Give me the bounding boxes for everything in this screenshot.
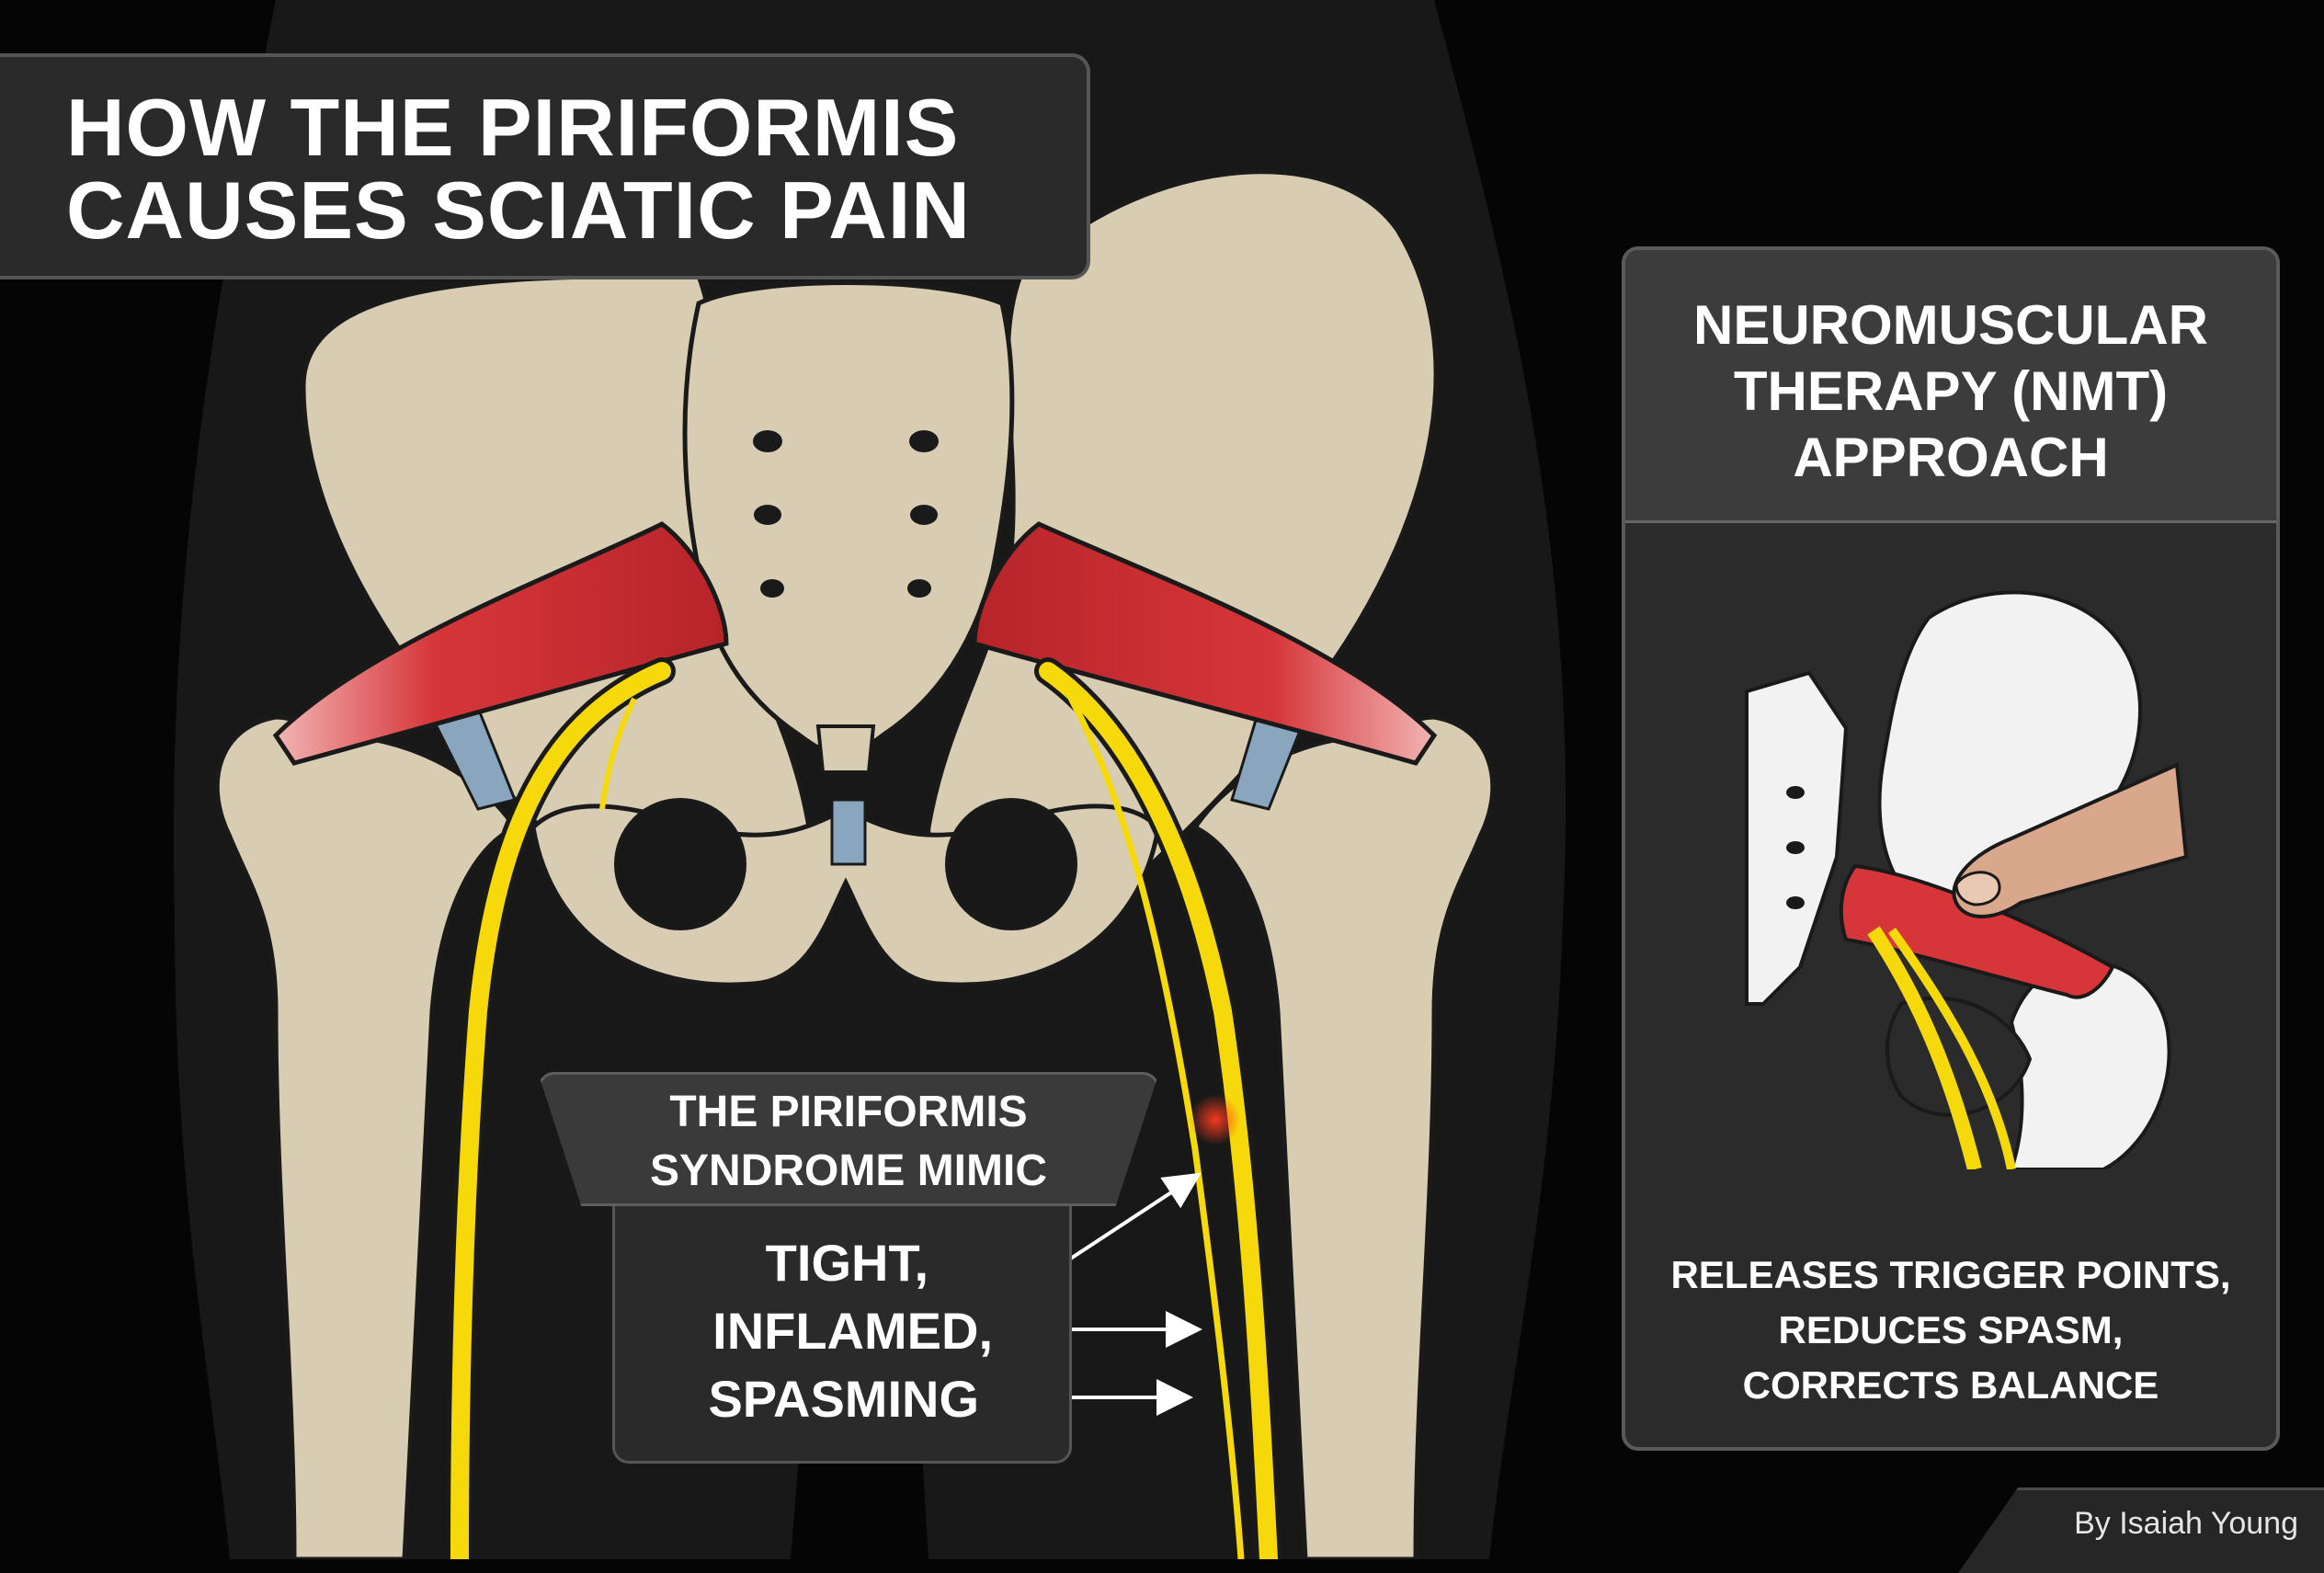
- label-tight: TIGHT,: [765, 1234, 928, 1292]
- mimic-title-line-2: SYNDROME MIMIC: [650, 1146, 1047, 1195]
- nmt-description-line-2: REDUCES SPASM,: [1778, 1308, 2124, 1351]
- pain-point-glow: [1190, 1094, 1241, 1146]
- nmt-description-line-3: CORRECTS BALANCE: [1742, 1363, 2159, 1407]
- nmt-therapy-illustration: [1743, 581, 2193, 1169]
- right-piriformis-muscle: [972, 521, 1438, 766]
- title-line-1: HOW THE PIRIFORMIS: [66, 82, 960, 173]
- nmt-description-line-1: RELEASES TRIGGER POINTS,: [1670, 1253, 2231, 1296]
- mimic-title-line-1: THE PIRIFORMIS: [669, 1088, 1028, 1136]
- mimic-box-header: [538, 1072, 1159, 1206]
- left-obturator-foramen: [614, 798, 746, 930]
- left-piriformis-muscle: [272, 521, 729, 766]
- nmt-panel-header: [1625, 250, 2276, 523]
- title-line-2: CAUSES SCIATIC PAIN: [66, 165, 971, 256]
- title-box: [0, 53, 1090, 279]
- pubic-symphysis: [830, 798, 867, 866]
- nmt-heading-line-3: APPROACH: [1793, 427, 2109, 488]
- label-spasming: SPASMING: [708, 1370, 979, 1428]
- nmt-heading-line-1: NEUROMUSCULAR: [1693, 294, 2208, 356]
- sacral-foramina: [753, 430, 939, 598]
- nmt-heading-line-2: THERAPY (NMT): [1733, 360, 2169, 422]
- coccyx: [815, 724, 876, 774]
- left-nerve-branch: [599, 697, 637, 810]
- label-inflamed: INFLAMED,: [712, 1302, 993, 1360]
- mimic-box-body: [612, 1206, 1072, 1464]
- right-obturator-foramen: [945, 798, 1077, 930]
- byline: By Isaiah Young: [2074, 1506, 2298, 1541]
- right-nerve-branch: [1063, 688, 1245, 1559]
- nmt-panel: NEUROMUSCULAR THERAPY (NMT) APPROACH REL…: [1622, 246, 2280, 1451]
